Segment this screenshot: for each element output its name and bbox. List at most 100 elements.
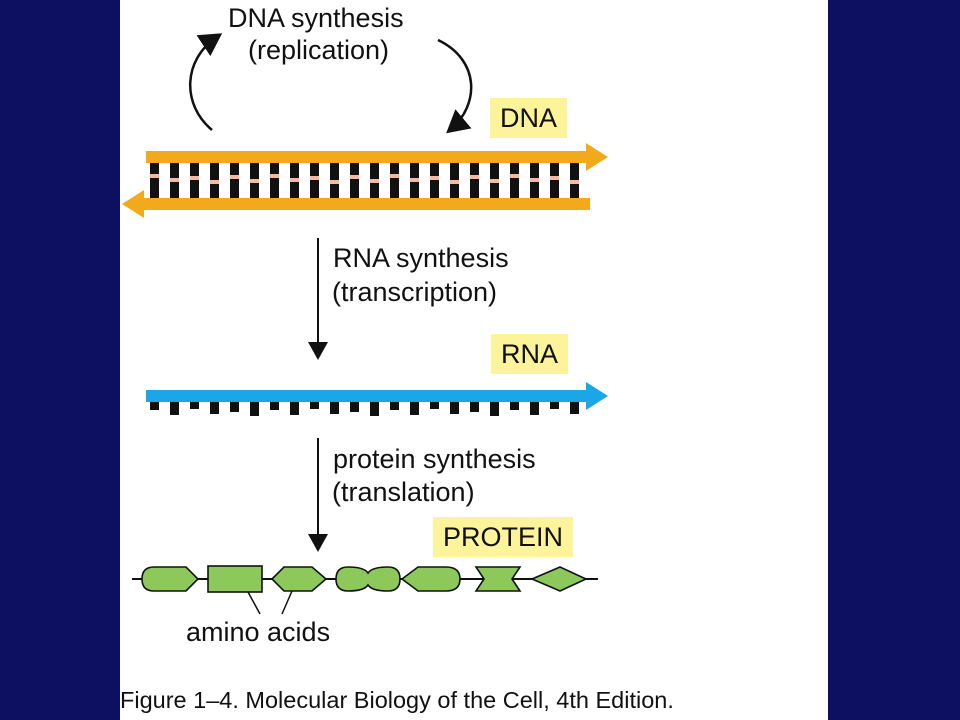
amino-acid-1 <box>141 566 200 592</box>
base-bottom <box>450 184 459 198</box>
base-bottom <box>150 178 159 198</box>
base-pair-bond <box>430 176 439 180</box>
base-pair-bond <box>250 179 259 183</box>
rna-arrowhead <box>586 382 608 410</box>
amino-acid-pointer-1 <box>247 591 261 615</box>
base-top <box>250 163 259 179</box>
rna-base <box>550 402 559 409</box>
base-bottom <box>290 182 299 198</box>
rna-base <box>450 402 459 414</box>
slide-background-right <box>828 0 960 720</box>
base-top <box>230 163 239 175</box>
base-top <box>170 163 179 178</box>
rna-base <box>470 402 479 412</box>
base-top <box>410 163 419 178</box>
slide-background-left <box>0 0 120 720</box>
replication-label-line2: (replication) <box>248 35 390 65</box>
base-bottom <box>210 184 219 198</box>
rna-base <box>290 402 299 415</box>
base-top <box>510 163 519 174</box>
base-top <box>150 163 159 174</box>
dna-tag: DNA <box>490 98 568 138</box>
base-pair-bond <box>490 179 499 183</box>
base-bottom <box>330 184 339 198</box>
rna-base <box>350 402 359 412</box>
base-pair-bond <box>530 178 539 182</box>
replication-arrow-left <box>189 33 223 131</box>
base-top <box>430 163 439 176</box>
dna-bottom-arrowhead <box>122 190 144 218</box>
dna-top-arrowhead <box>586 143 608 171</box>
base-bottom <box>570 184 579 198</box>
base-bottom <box>550 180 559 198</box>
rna-base <box>530 402 539 415</box>
base-top <box>570 163 579 180</box>
replication-arrow-right <box>437 38 473 134</box>
rna-strand <box>146 382 608 416</box>
rna-base <box>330 402 339 414</box>
rna-base <box>230 402 239 412</box>
base-top <box>470 163 479 175</box>
rna-base <box>270 402 279 410</box>
amino-acid-pointer-2 <box>281 590 293 615</box>
base-pair-bond <box>410 178 419 182</box>
base-pair-bond <box>150 174 159 178</box>
base-top <box>350 163 359 175</box>
amino-acid-4 <box>335 566 401 592</box>
base-pair-bond <box>230 175 239 179</box>
base-bottom <box>270 178 279 198</box>
base-top <box>550 163 559 176</box>
base-bottom <box>370 183 379 198</box>
base-bottom <box>430 180 439 198</box>
base-top <box>190 163 199 176</box>
rna-base <box>490 402 499 416</box>
base-pair-bond <box>550 176 559 180</box>
base-pair-bond <box>310 176 319 180</box>
base-bottom <box>190 180 199 198</box>
base-top <box>490 163 499 179</box>
rna-base <box>210 402 219 414</box>
replication-label-line1: DNA synthesis <box>228 3 404 33</box>
base-pair-bond <box>210 180 219 184</box>
amino-acid-5 <box>400 566 461 592</box>
base-bottom <box>310 180 319 198</box>
translation-label-line1: protein synthesis <box>333 444 536 474</box>
amino-acid-2 <box>207 565 263 593</box>
base-top <box>270 163 279 174</box>
dna-top-strand <box>146 151 591 163</box>
rna-base <box>430 402 439 409</box>
transcription-label-line1: RNA synthesis <box>333 243 509 273</box>
rna-base <box>190 402 199 409</box>
rna-base <box>370 402 379 416</box>
base-bottom <box>510 178 519 198</box>
base-top <box>330 163 339 180</box>
base-bottom <box>350 179 359 198</box>
rna-base <box>250 402 259 416</box>
base-pair-bond <box>390 174 399 178</box>
base-pair-bond <box>170 178 179 182</box>
figure-panel: DNA synthesis (replication) DNA RNA synt… <box>120 0 828 720</box>
amino-acid-7 <box>529 566 588 592</box>
rna-tag: RNA <box>491 334 569 374</box>
base-bottom <box>410 182 419 198</box>
rna-base <box>410 402 419 415</box>
base-pair-bond <box>330 180 339 184</box>
base-pair-bond <box>370 179 379 183</box>
protein-tag: PROTEIN <box>433 517 574 557</box>
rna-backbone <box>146 390 591 402</box>
base-bottom <box>470 179 479 198</box>
base-pair-bond <box>470 175 479 179</box>
rna-base <box>310 402 319 409</box>
amino-acid-3 <box>270 566 328 592</box>
base-bottom <box>250 183 259 198</box>
dna-double-strand <box>122 143 608 218</box>
base-pair-bond <box>450 180 459 184</box>
rna-base <box>390 402 399 410</box>
rna-base <box>570 402 579 414</box>
central-dogma-diagram <box>122 33 608 615</box>
base-bottom <box>530 182 539 198</box>
base-bottom <box>230 179 239 198</box>
rna-base <box>510 402 519 410</box>
figure-caption: Figure 1–4. Molecular Biology of the Cel… <box>120 682 828 718</box>
amino-acids-label: amino acids <box>186 617 331 647</box>
